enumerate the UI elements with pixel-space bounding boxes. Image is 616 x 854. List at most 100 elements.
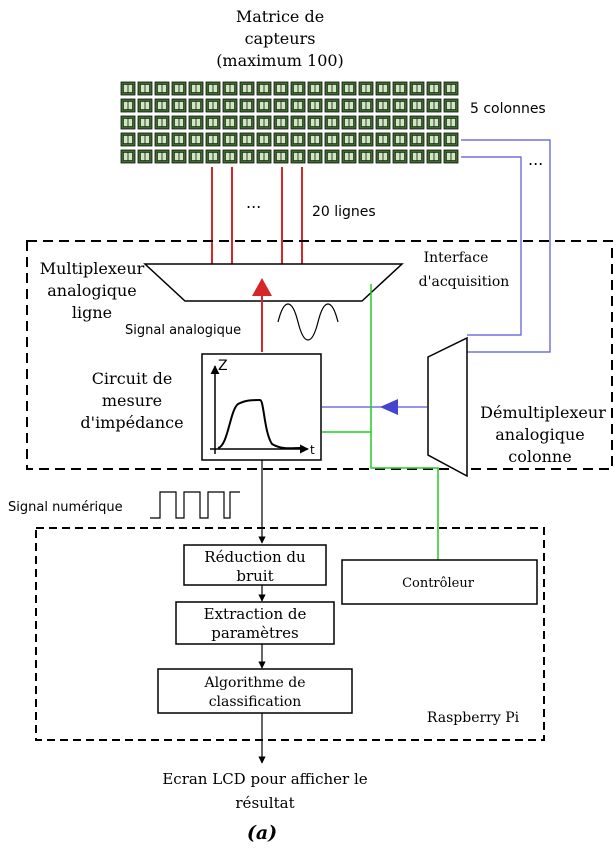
sensor-cell — [239, 115, 255, 130]
figure-caption: (a) — [247, 822, 277, 844]
impedance-circuit-box — [201, 353, 322, 461]
sensor-cell — [341, 81, 357, 96]
rows-label: 20 lignes — [312, 204, 376, 220]
output-line2: résultat — [235, 794, 294, 812]
sensor-cell — [188, 149, 204, 164]
classification-box[interactable] — [157, 668, 353, 714]
sensor-cell — [188, 81, 204, 96]
row-multiplexer — [143, 263, 404, 302]
mux-label-line3: ligne — [72, 303, 112, 322]
sensor-cell — [409, 81, 425, 96]
sensor-cell — [324, 98, 340, 113]
mux-label-line2: analogique — [47, 281, 137, 300]
sensor-cell — [273, 115, 289, 130]
sensor-cell — [341, 132, 357, 147]
sensor-cell — [375, 149, 391, 164]
sensor-cell — [307, 115, 323, 130]
ellipsis-right: ... — [528, 150, 543, 169]
sensor-cell — [222, 98, 238, 113]
classification-line1: Algorithme de — [203, 675, 305, 691]
sensor-cell — [375, 98, 391, 113]
sensor-cell — [443, 149, 459, 164]
analog-signal-arrowhead — [252, 278, 272, 296]
sensor-cell — [358, 132, 374, 147]
parameter-extraction-box[interactable] — [175, 601, 335, 645]
sensor-cell — [409, 115, 425, 130]
sensor-cell — [120, 98, 136, 113]
sensor-cell — [205, 98, 221, 113]
sensor-cell — [426, 115, 442, 130]
demux-label-line3: colonne — [508, 447, 571, 466]
impedance-graph — [210, 365, 309, 454]
columns-label: 5 colonnes — [470, 101, 546, 117]
sensor-cell — [392, 149, 408, 164]
sensor-cell — [171, 98, 187, 113]
sensor-cell — [409, 98, 425, 113]
impedance-axis-y: Z — [218, 358, 228, 374]
sensor-cell — [290, 98, 306, 113]
sensor-cell — [324, 115, 340, 130]
controller-label: Contrôleur — [402, 576, 475, 591]
sensor-matrix-grid — [120, 81, 459, 164]
sensor-cell — [307, 149, 323, 164]
sensor-cell — [188, 132, 204, 147]
sensor-cell — [290, 81, 306, 96]
sensor-cell — [290, 132, 306, 147]
sensor-cell — [239, 132, 255, 147]
acquisition-interface-box — [26, 240, 613, 470]
sensor-cell — [120, 115, 136, 130]
noise-reduction-line1: Réduction du — [204, 548, 306, 566]
sensor-cell — [409, 132, 425, 147]
sensor-cell — [137, 81, 153, 96]
sensor-cell — [426, 149, 442, 164]
impedance-label-line1: Circuit de — [92, 369, 173, 388]
sensor-cell — [256, 132, 272, 147]
sensor-cell — [443, 98, 459, 113]
sensor-cell — [341, 115, 357, 130]
sensor-cell — [154, 149, 170, 164]
noise-reduction-box[interactable] — [183, 544, 327, 586]
sensor-cell — [426, 132, 442, 147]
sensor-cell — [222, 115, 238, 130]
sensor-cell — [307, 81, 323, 96]
sensor-cell — [392, 98, 408, 113]
sensor-cell — [324, 81, 340, 96]
raspberry-pi-label: Raspberry Pi — [427, 710, 520, 726]
sensor-cell — [324, 132, 340, 147]
ellipsis-rows: ... — [246, 193, 261, 212]
sensor-cell — [120, 149, 136, 164]
sensor-cell — [239, 81, 255, 96]
sensor-cell — [256, 98, 272, 113]
sensor-cell — [171, 149, 187, 164]
control-wires — [322, 284, 439, 560]
sensor-cell — [341, 149, 357, 164]
sensor-cell — [256, 149, 272, 164]
sensor-cell — [137, 132, 153, 147]
mux-label-line1: Multiplexeur — [40, 259, 145, 278]
sensor-cell — [256, 115, 272, 130]
acquisition-label-line1: Interface — [424, 250, 489, 266]
sensor-cell — [392, 81, 408, 96]
sine-wave-icon — [277, 303, 339, 341]
impedance-label-line3: d'impédance — [80, 413, 183, 432]
sensor-cell — [137, 149, 153, 164]
demux-to-circuit-arrowhead — [380, 399, 398, 415]
controller-box[interactable] — [341, 559, 538, 605]
sensor-cell — [375, 132, 391, 147]
sensor-cell — [426, 81, 442, 96]
analog-signal-label: Signal analogique — [125, 323, 241, 338]
sensor-cell — [409, 149, 425, 164]
acquisition-label-line2: d'acquisition — [419, 274, 510, 290]
sensor-cell — [154, 115, 170, 130]
sensor-cell — [154, 81, 170, 96]
sensor-cell — [239, 149, 255, 164]
sensor-cell — [205, 115, 221, 130]
sensor-cell — [205, 81, 221, 96]
sensor-cell — [358, 115, 374, 130]
sensor-cell — [120, 132, 136, 147]
sensor-cell — [273, 98, 289, 113]
sensor-cell — [120, 81, 136, 96]
sensor-cell — [137, 98, 153, 113]
sensor-cell — [375, 81, 391, 96]
sensor-cell — [358, 98, 374, 113]
